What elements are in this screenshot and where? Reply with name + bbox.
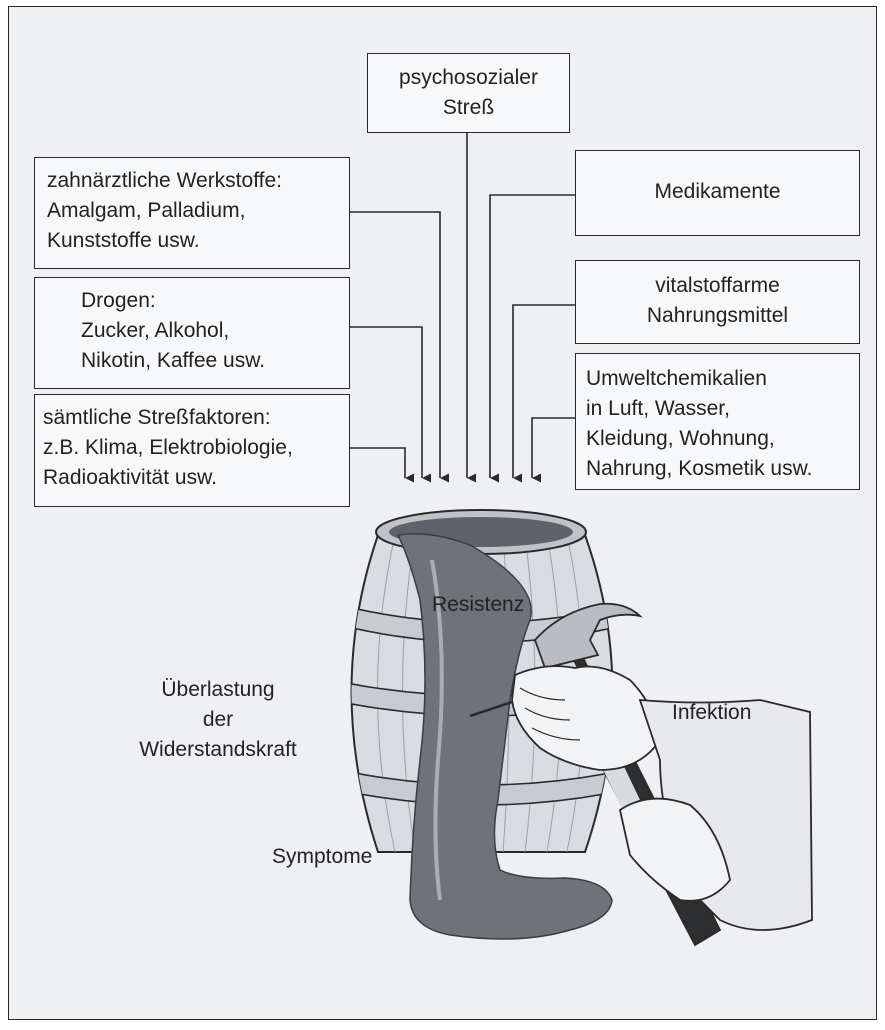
box-vitalstoffarme-nahrungsmittel: vitalstoffarme Nahrungsmittel xyxy=(575,260,860,344)
box-line: Drogen: xyxy=(81,286,349,316)
box-line: sämtliche Streßfaktoren: xyxy=(43,403,349,433)
arrow-drogen xyxy=(350,327,422,478)
box-drogen: Drogen: Zucker, Alkohol, Nikotin, Kaffee… xyxy=(34,277,350,389)
label-resistenz: Resistenz xyxy=(432,590,524,620)
box-line: Kunststoffe usw. xyxy=(47,226,349,256)
label-line: der xyxy=(128,705,308,735)
arrow-stressfaktoren xyxy=(350,448,405,478)
arrow-nahrungsmittel xyxy=(513,305,575,478)
arrow-umwelt xyxy=(532,418,575,478)
box-line: z.B. Klima, Elektrobiologie, xyxy=(43,433,349,463)
label-infektion: Infektion xyxy=(672,698,751,728)
label-line: Überlastung xyxy=(128,675,308,705)
box-line: zahnärztliche Werkstoffe: xyxy=(47,166,349,196)
box-line: Nahrung, Kosmetik usw. xyxy=(586,454,859,484)
box-line: psychosozialer xyxy=(368,63,569,93)
box-medikamente: Medikamente xyxy=(575,150,860,236)
label-ueberlastung: Überlastung der Widerstandskraft xyxy=(128,675,308,765)
box-line: Umweltchemikalien xyxy=(586,364,859,394)
arrows xyxy=(350,132,575,478)
box-line: vitalstoffarme xyxy=(576,271,859,301)
label-line: Widerstandskraft xyxy=(128,735,308,765)
label-symptome: Symptome xyxy=(272,842,372,872)
arrow-werkstoffe xyxy=(350,212,440,478)
box-line: Zucker, Alkohol, xyxy=(81,316,349,346)
box-umweltchemikalien: Umweltchemikalien in Luft, Wasser, Kleid… xyxy=(575,353,860,490)
box-line: in Luft, Wasser, xyxy=(586,394,859,424)
box-line: Amalgam, Palladium, xyxy=(47,196,349,226)
box-stressfaktoren: sämtliche Streßfaktoren: z.B. Klima, Ele… xyxy=(34,394,350,507)
box-line: Nahrungsmittel xyxy=(576,301,859,331)
box-psychosozialer-stress: psychosozialer Streß xyxy=(367,53,570,133)
box-zahnaerztliche-werkstoffe: zahnärztliche Werkstoffe: Amalgam, Palla… xyxy=(34,157,350,269)
box-line: Streß xyxy=(368,93,569,123)
box-line: Radioaktivität usw. xyxy=(43,463,349,493)
box-line: Kleidung, Wohnung, xyxy=(586,424,859,454)
box-line: Medikamente xyxy=(576,177,859,207)
box-line: Nikotin, Kaffee usw. xyxy=(81,346,349,376)
